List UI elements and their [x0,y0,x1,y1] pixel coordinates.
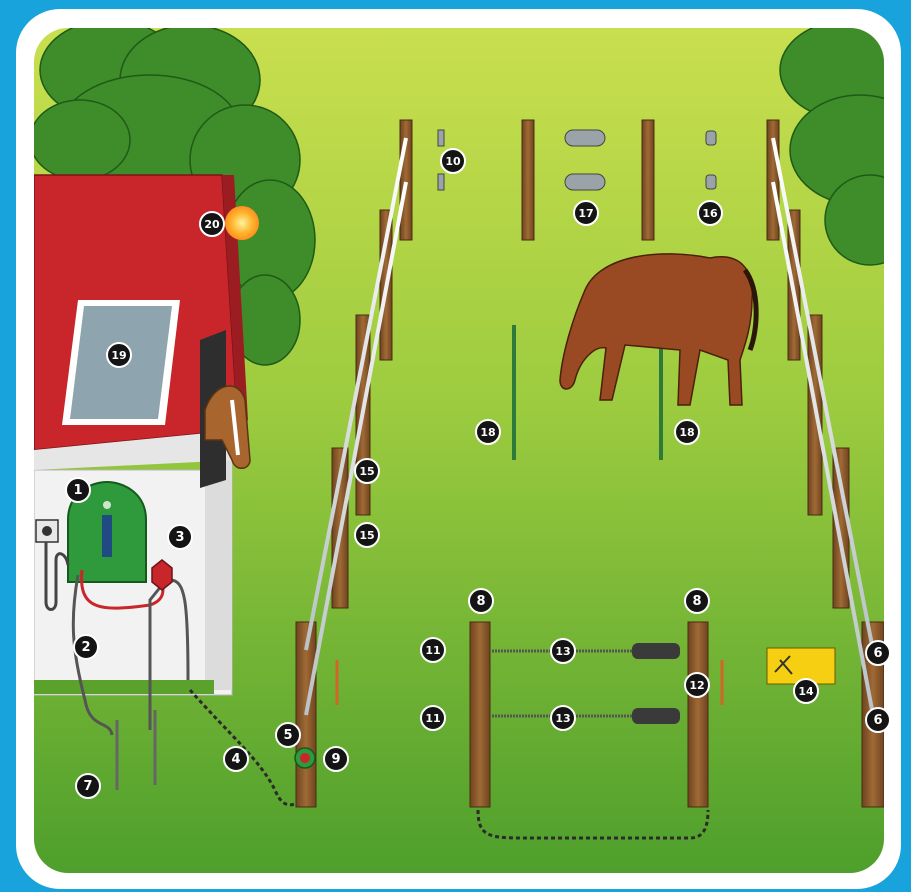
callout-badge-5: 5 [276,723,300,747]
callout-badge-12: 12 [685,673,709,697]
callout-number: 6 [873,713,882,728]
callout-number: 15 [359,529,374,542]
callout-badge-18a: 18 [476,420,500,444]
callout-number: 4 [231,752,240,767]
callout-number: 2 [81,640,90,655]
callout-badge-7: 7 [76,774,100,798]
cut-out-switch [295,748,315,768]
callout-number: 15 [359,465,374,478]
callout-badge-15b: 15 [355,523,379,547]
callout-badge-10: 10 [441,149,465,173]
callout-number: 11 [425,644,440,657]
callout-badge-15a: 15 [355,459,379,483]
callout-number: 13 [555,645,570,658]
callout-number: 8 [692,594,701,609]
callout-badge-17: 17 [574,201,598,225]
callout-badge-9: 9 [324,747,348,771]
callout-number: 3 [175,530,184,545]
callout-badge-6b: 6 [866,708,890,732]
callout-badge-8b: 8 [685,589,709,613]
callout-number: 13 [555,712,570,725]
callout-number: 20 [204,218,220,231]
callout-badge-8a: 8 [469,589,493,613]
callout-badge-2: 2 [74,635,98,659]
callout-number: 18 [679,426,694,439]
callout-number: 14 [798,685,814,698]
callout-number: 10 [445,155,461,168]
callout-badge-11a: 11 [421,638,445,662]
callout-number: 6 [873,646,882,661]
callout-badge-11b: 11 [421,706,445,730]
callout-badge-13a: 13 [551,639,575,663]
callout-number: 18 [480,426,495,439]
callout-number: 11 [425,712,440,725]
callout-number: 19 [111,349,126,362]
callout-badge-18b: 18 [675,420,699,444]
callout-badge-20: 20 [200,212,224,236]
callout-number: 12 [689,679,704,692]
callout-badge-1: 1 [66,478,90,502]
callout-badge-19: 19 [107,343,131,367]
wall-socket [36,520,58,542]
callout-badge-13b: 13 [551,706,575,730]
warning-sign [767,648,835,684]
callout-number: 8 [476,594,485,609]
callout-badge-6a: 6 [866,641,890,665]
callout-number: 16 [702,207,718,220]
warning-lamp [225,206,259,240]
callout-number: 17 [578,207,593,220]
callout-badge-16: 16 [698,201,722,225]
callout-number: 7 [83,779,92,794]
callout-badge-4: 4 [224,747,248,771]
callout-number: 5 [283,728,292,743]
callout-number: 1 [73,483,82,498]
callout-badge-3: 3 [168,525,192,549]
callout-number: 9 [331,752,340,767]
callout-badge-14: 14 [794,679,818,703]
